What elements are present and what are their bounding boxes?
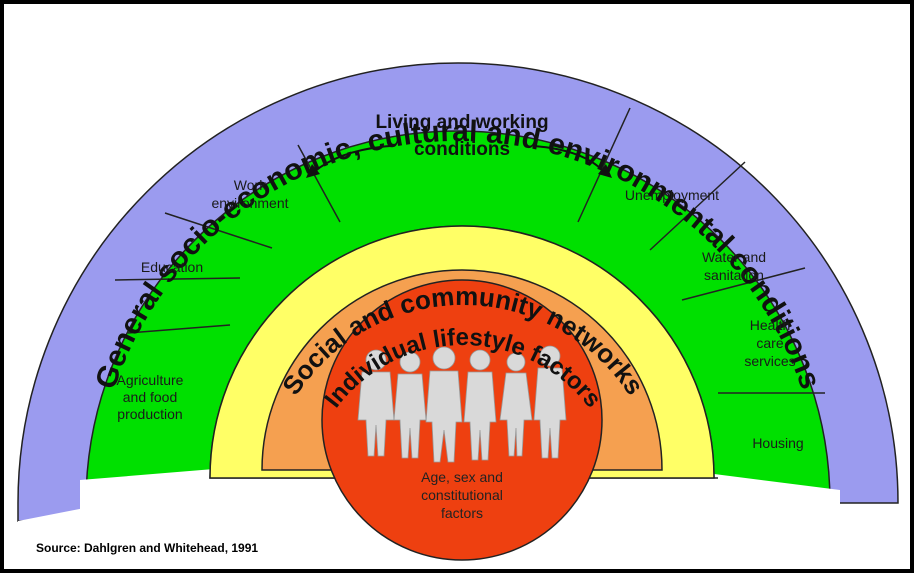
living-working-subtitle: conditions (414, 139, 510, 160)
segment-education: Education (141, 259, 203, 275)
svg-text:environment: environment (211, 195, 288, 211)
svg-text:constitutional: constitutional (421, 487, 503, 503)
svg-text:Water and: Water and (702, 249, 766, 265)
person-silhouette-5 (499, 352, 533, 457)
svg-text:Age, sex and: Age, sex and (421, 469, 503, 485)
svg-text:Agriculture: Agriculture (117, 372, 184, 388)
segment-health-care: Health care services (744, 317, 795, 369)
arrowhead-left-icon (306, 164, 320, 178)
living-working-title: Living and working (375, 112, 548, 133)
living-working-arrows (313, 145, 605, 173)
segment-unemployment: Unemployment (625, 187, 719, 203)
segment-housing: Housing (752, 435, 803, 451)
person-silhouette-4 (463, 349, 497, 461)
people-silhouettes (357, 345, 567, 463)
segment-agriculture: Agriculture and food production (117, 372, 184, 422)
arrow-right-icon (533, 145, 605, 173)
arrowhead-right-icon (598, 164, 612, 178)
segment-work-environment: Work environment (211, 177, 288, 211)
svg-text:Unemployment: Unemployment (625, 187, 719, 203)
source-citation: Source: Dahlgren and Whitehead, 1991 (36, 541, 258, 555)
svg-text:production: production (117, 406, 182, 422)
arrow-left-icon (313, 145, 391, 173)
svg-text:services: services (744, 353, 795, 369)
svg-text:Housing: Housing (752, 435, 803, 451)
core-label: Age, sex and constitutional factors (421, 469, 503, 521)
person-silhouette-6 (533, 345, 567, 459)
segment-water-sanitation: Water and sanitation (702, 249, 766, 283)
person-silhouette-2 (393, 351, 427, 459)
svg-text:sanitation: sanitation (704, 267, 764, 283)
person-silhouette-1 (357, 349, 395, 457)
segment-dividers (114, 107, 825, 394)
arrow-heads (306, 164, 612, 178)
person-silhouette-3 (425, 346, 463, 463)
svg-text:factors: factors (441, 505, 483, 521)
svg-text:care: care (756, 335, 783, 351)
svg-text:Health: Health (750, 317, 790, 333)
svg-text:and food: and food (123, 389, 178, 405)
svg-text:Work: Work (234, 177, 267, 193)
svg-text:Education: Education (141, 259, 203, 275)
